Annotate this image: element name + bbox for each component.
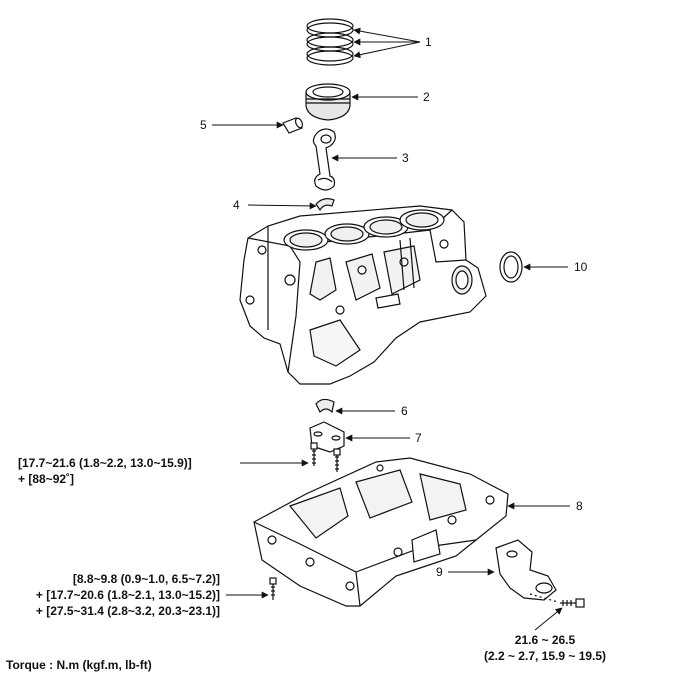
callout-6: 6	[401, 404, 408, 418]
bracket-bolt	[529, 593, 585, 608]
main-bearing-cap	[309, 421, 345, 453]
lower-bearing-shell	[315, 398, 335, 414]
oil-filter-bracket	[495, 539, 557, 601]
ladder-frame-bolt	[269, 577, 277, 600]
callout-4: 4	[233, 198, 240, 212]
bracket-torque-line-1: 21.6 ~ 26.5	[514, 633, 576, 647]
ladder-frame-torque-line-3: + [27.5~31.4 (2.8~3.2, 20.3~23.1)]	[35, 604, 220, 618]
leader-lines	[212, 27, 570, 631]
callout-10: 10	[574, 260, 588, 274]
callout-3: 3	[402, 151, 409, 165]
bracket-bolt-torque: 21.6 ~ 26.5 (2.2 ~ 2.7, 15.9 ~ 19.5)	[465, 632, 625, 664]
ladder-frame-torque-line-1: [8.8~9.8 (0.9~1.0, 6.5~7.2)]	[72, 572, 220, 586]
ladder-frame	[253, 457, 509, 607]
bearing-cap-bolts	[310, 442, 341, 472]
bearing-cap-bolt-torque: [17.7~21.6 (1.8~2.2, 13.0~15.9)] + [88~9…	[18, 455, 192, 487]
ladder-frame-bolt-torque: [8.8~9.8 (0.9~1.0, 6.5~7.2)] + [17.7~20.…	[18, 571, 220, 619]
piston-rings	[306, 18, 354, 66]
bracket-torque-line-2: (2.2 ~ 2.7, 15.9 ~ 19.5)	[483, 649, 607, 663]
cylinder-block	[239, 205, 487, 385]
connecting-rod	[312, 128, 336, 191]
piston-pin	[282, 117, 304, 134]
callout-8: 8	[576, 499, 583, 513]
bearing-cap-torque-line-2: + [88~92˚]	[18, 472, 75, 486]
upper-bearing-shell	[315, 198, 335, 212]
torque-unit-note: Torque : N.m (kgf.m, lb-ft)	[6, 658, 152, 672]
callout-7: 7	[415, 431, 422, 445]
callout-9: 9	[436, 565, 443, 579]
callout-1: 1	[425, 35, 432, 49]
rear-oil-seal	[499, 251, 523, 283]
ladder-frame-torque-line-2: + [17.7~20.6 (1.8~2.1, 13.0~15.2)]	[35, 588, 220, 602]
bearing-cap-torque-line-1: [17.7~21.6 (1.8~2.2, 13.0~15.9)]	[18, 456, 192, 470]
callout-2: 2	[423, 90, 430, 104]
callout-5: 5	[200, 118, 207, 132]
piston	[305, 83, 351, 121]
